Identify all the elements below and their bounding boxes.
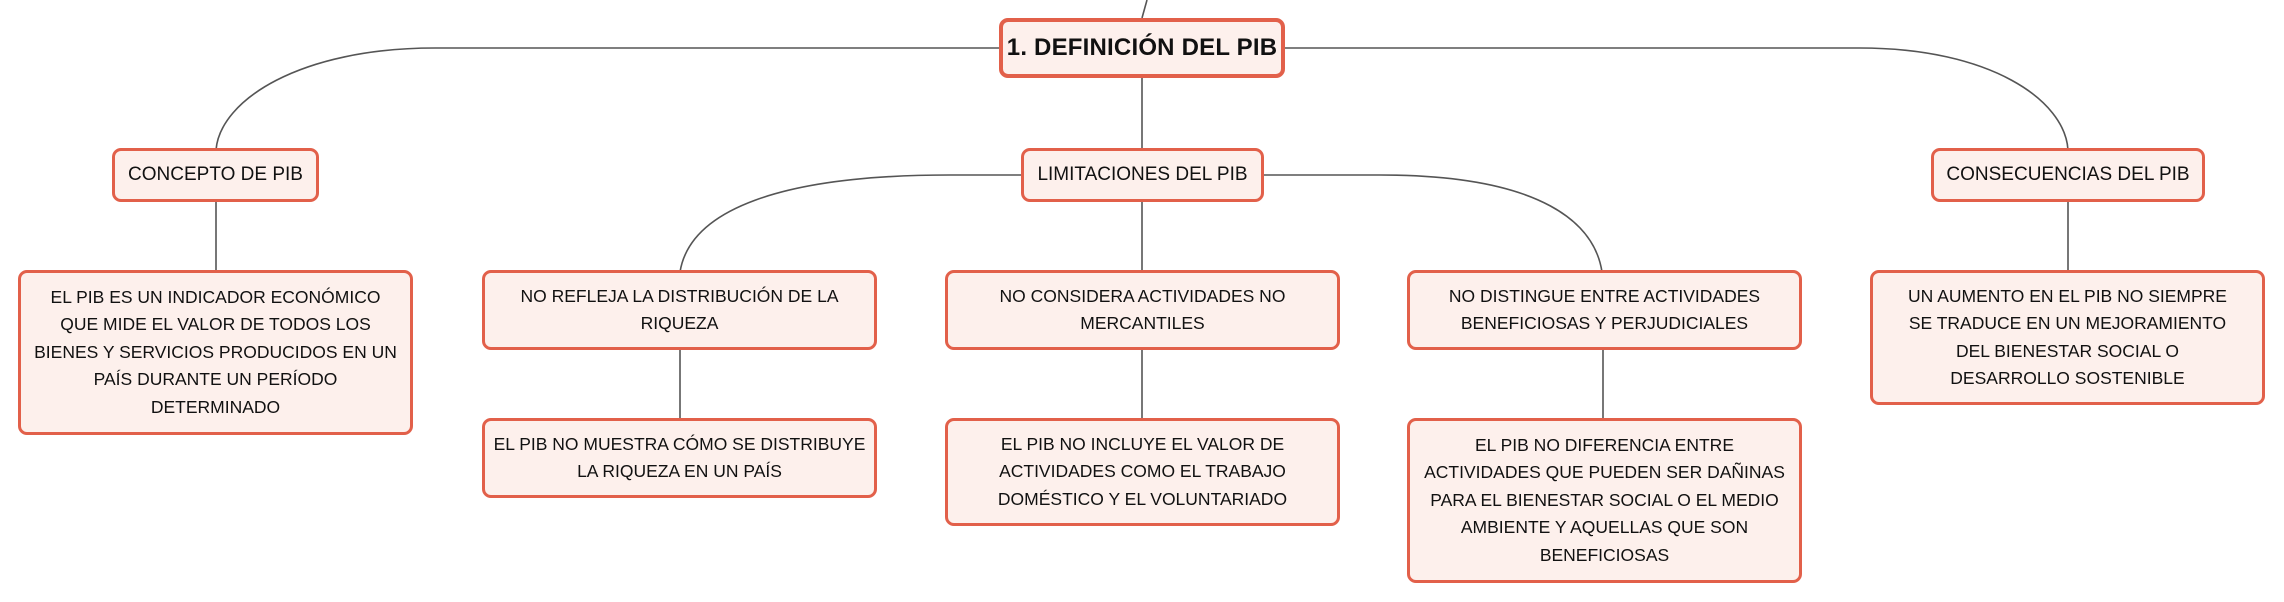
topic-consecuencias-del-pib[interactable]: CONSECUENCIAS DEL PIB (1931, 148, 2205, 202)
detail-actividades-daninas[interactable]: EL PIB NO DIFERENCIA ENTRE ACTIVIDADES Q… (1407, 418, 1802, 583)
root-topic-label: 1. DEFINICIÓN DEL PIB (1006, 34, 1278, 62)
subtopic-label: EL PIB ES UN INDICADOR ECONÓMICO QUE MID… (34, 286, 397, 417)
subtopic-label: UN AUMENTO EN EL PIB NO SIEMPRE SE TRADU… (1908, 285, 2227, 389)
connector-root-parent (1141, 0, 1148, 19)
subtopic-no-distingue-actividades[interactable]: NO DISTINGUE ENTRE ACTIVIDADES BENEFICIO… (1407, 270, 1802, 350)
connector-root-concepto (215, 47, 1000, 151)
topic-concepto-de-pib[interactable]: CONCEPTO DE PIB (112, 148, 319, 202)
topic-label: CONCEPTO DE PIB (128, 164, 303, 186)
topic-limitaciones-del-pib[interactable]: LIMITACIONES DEL PIB (1021, 148, 1264, 202)
subtopic-concepto-definicion[interactable]: EL PIB ES UN INDICADOR ECONÓMICO QUE MID… (18, 270, 413, 435)
detail-trabajo-domestico[interactable]: EL PIB NO INCLUYE EL VALOR DE ACTIVIDADE… (945, 418, 1340, 526)
subtopic-no-considera-no-mercantiles[interactable]: NO CONSIDERA ACTIVIDADES NO MERCANTILES (945, 270, 1340, 350)
connector-root-consecuencias (1285, 47, 2069, 151)
subtopic-no-refleja-distribucion[interactable]: NO REFLEJA LA DISTRIBUCIÓN DE LA RIQUEZA (482, 270, 877, 350)
connector-limitaciones-distribucion (679, 174, 1022, 273)
detail-distribucion-riqueza[interactable]: EL PIB NO MUESTRA CÓMO SE DISTRIBUYE LA … (482, 418, 877, 498)
subtopic-consecuencias-aumento[interactable]: UN AUMENTO EN EL PIB NO SIEMPRE SE TRADU… (1870, 270, 2265, 405)
detail-label: EL PIB NO DIFERENCIA ENTRE ACTIVIDADES Q… (1424, 434, 1785, 565)
connector-limitaciones-distingue (1263, 174, 1603, 273)
detail-label: EL PIB NO INCLUYE EL VALOR DE ACTIVIDADE… (997, 433, 1288, 509)
topic-label: LIMITACIONES DEL PIB (1037, 164, 1248, 186)
detail-label: EL PIB NO MUESTRA CÓMO SE DISTRIBUYE LA … (493, 433, 866, 482)
topic-label: CONSECUENCIAS DEL PIB (1946, 164, 2190, 186)
subtopic-label: NO DISTINGUE ENTRE ACTIVIDADES BENEFICIO… (1448, 285, 1761, 334)
subtopic-label: NO REFLEJA LA DISTRIBUCIÓN DE LA RIQUEZA (520, 285, 839, 334)
subtopic-label: NO CONSIDERA ACTIVIDADES NO MERCANTILES (999, 285, 1286, 334)
root-topic-node[interactable]: 1. DEFINICIÓN DEL PIB (999, 18, 1285, 78)
